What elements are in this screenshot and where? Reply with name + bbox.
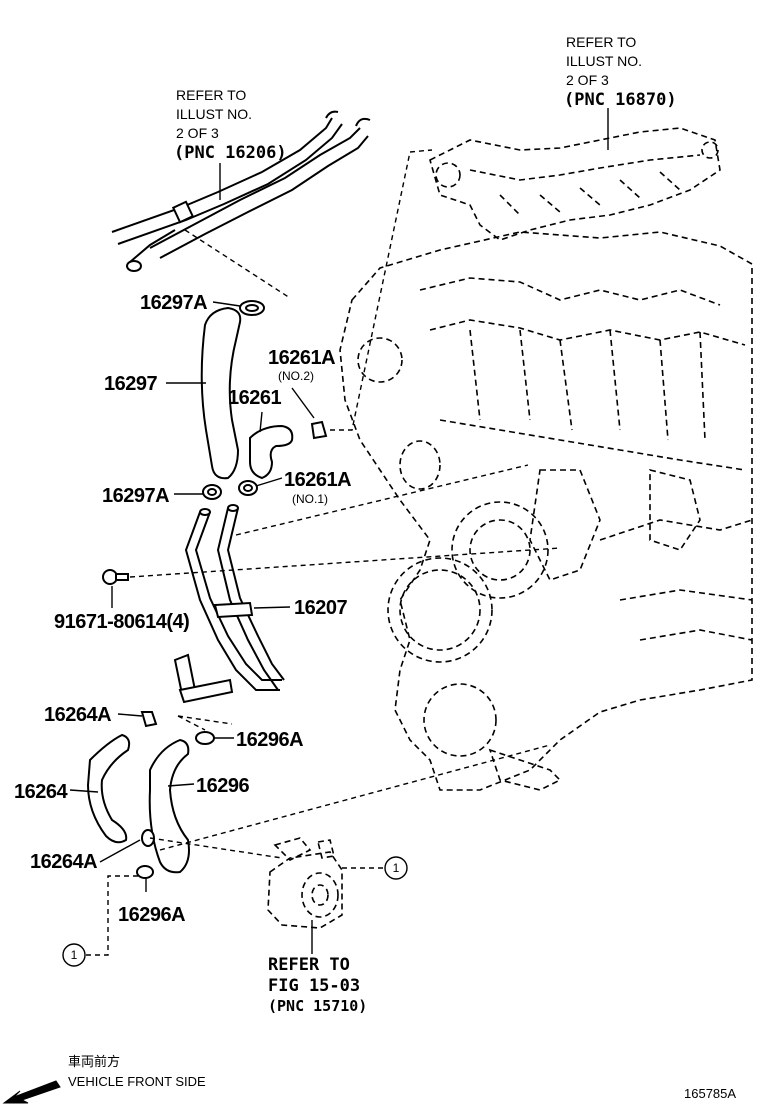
pipe-16206 <box>111 110 371 272</box>
pipe-16207 <box>173 504 285 704</box>
reference-bottom: REFER TO FIG 15-03 (PNC 15710) <box>268 955 367 1015</box>
marker-1-right: 1 <box>384 856 408 880</box>
clamp-16261A-no2 <box>310 420 328 440</box>
label-16264A-bottom: 16264A <box>30 851 97 873</box>
marker-1-right-text: 1 <box>393 861 400 875</box>
ref-bottom-line2: FIG 15-03 <box>268 976 360 996</box>
ref-top-left-line1: REFER TO <box>176 87 246 103</box>
leader-lines <box>69 108 609 954</box>
ref-top-right-line4: (PNC 16870) <box>564 90 677 110</box>
label-16261: 16261 <box>228 387 281 409</box>
ref-bottom-line3: (PNC 15710) <box>268 997 367 1015</box>
clamp-16296A-top <box>195 731 215 745</box>
clamp-16261A-no1 <box>238 480 258 496</box>
label-16261A-top-sub: (NO.2) <box>278 369 314 383</box>
hose-16261 <box>249 424 294 480</box>
label-91671: 91671-80614(4) <box>54 611 189 633</box>
label-16207: 16207 <box>294 597 347 619</box>
figure-id: 165785A <box>684 1086 736 1101</box>
bolt-91671 <box>102 569 129 585</box>
label-16297: 16297 <box>104 373 157 395</box>
ref-bottom-line1: REFER TO <box>268 955 350 975</box>
connection-lines <box>86 149 561 956</box>
intake-manifold <box>429 127 721 241</box>
marker-1-left: 1 <box>62 943 86 967</box>
oil-cooler <box>267 837 343 929</box>
reference-top-right: REFER TO ILLUST NO. 2 OF 3 (PNC 16870) <box>564 34 677 110</box>
ref-top-right-line3: 2 OF 3 <box>566 72 609 88</box>
clamp-16297A-bottom <box>202 484 222 500</box>
label-16296A-bottom: 16296A <box>118 904 185 926</box>
ref-top-left-line4: (PNC 16206) <box>174 143 287 163</box>
label-16261A-bottom-sub: (NO.1) <box>292 492 328 506</box>
label-16297A-bottom: 16297A <box>102 485 169 507</box>
label-16264A-top: 16264A <box>44 704 111 726</box>
ref-top-right-line2: ILLUST NO. <box>566 53 642 69</box>
label-16264: 16264 <box>14 781 68 803</box>
engine-block <box>339 231 753 791</box>
label-16297A-top: 16297A <box>140 292 207 314</box>
label-16261A-top: 16261A <box>268 347 335 369</box>
reference-top-left: REFER TO ILLUST NO. 2 OF 3 (PNC 16206) <box>174 87 287 163</box>
clamp-16297A-top <box>239 300 265 316</box>
hose-16296 <box>148 738 190 874</box>
ref-top-left-line2: ILLUST NO. <box>176 106 252 122</box>
direction-label-jp: 車両前方 <box>68 1054 120 1069</box>
ref-top-left-line3: 2 OF 3 <box>176 125 219 141</box>
clamp-16296A-bottom <box>136 865 154 879</box>
marker-1-left-text: 1 <box>71 948 78 962</box>
arrow-down-left-icon <box>2 1080 61 1104</box>
hose-16297 <box>200 306 242 480</box>
hose-16264 <box>86 733 131 844</box>
label-16296: 16296 <box>196 775 249 797</box>
ref-top-right-line1: REFER TO <box>566 34 636 50</box>
label-16296A-top: 16296A <box>236 729 303 751</box>
label-16261A-bottom: 16261A <box>284 469 351 491</box>
clamp-16264A-top <box>140 711 158 728</box>
direction-label-en: VEHICLE FRONT SIDE <box>68 1074 206 1089</box>
